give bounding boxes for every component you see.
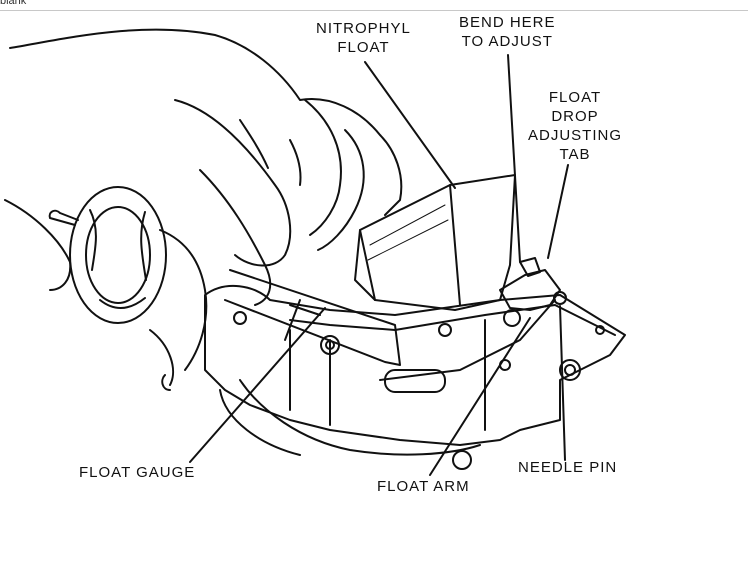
hinge-pin: [384, 369, 446, 393]
diaphragm-folds: [89, 209, 147, 309]
diaphragm-neck: [159, 229, 208, 371]
carb-body-outline: [204, 284, 626, 446]
carb-bowl: [239, 379, 481, 456]
float-shadow: [367, 204, 449, 261]
leader-arm: [429, 317, 531, 476]
leader-needle: [559, 305, 566, 461]
needle-pin-head: [553, 291, 567, 305]
diaphragm-bracket: [149, 329, 175, 391]
float-gauge-bar: [224, 269, 401, 366]
screw-1: [233, 311, 247, 325]
float-arm: [379, 299, 556, 381]
screw-7: [564, 364, 576, 376]
leader-bend: [507, 54, 521, 263]
top-strip-text: blank: [0, 0, 27, 7]
finger-2: [304, 99, 342, 236]
finger-1: [174, 99, 292, 267]
label-float-gauge: FLOAT GAUGE: [79, 464, 196, 481]
float-edge: [359, 184, 461, 306]
adjust-tab: [519, 257, 541, 277]
label-needle-pin: NEEDLE PIN: [518, 459, 618, 476]
screw-6: [559, 359, 581, 381]
label-bend-here: BEND HERE TO ADJUST: [459, 14, 556, 50]
float-gauge-slot: [284, 299, 321, 341]
hand-outline: [9, 28, 403, 216]
diaphragm-inner: [85, 206, 151, 304]
diaphragm-nipple: [48, 209, 79, 226]
screw-8: [452, 450, 472, 470]
screw-5: [438, 323, 452, 337]
thumb: [199, 169, 272, 306]
screw-4: [503, 309, 521, 327]
finger-3: [317, 129, 365, 251]
float-body: [354, 174, 516, 311]
leader-gauge: [189, 307, 326, 463]
knuckle-lines: [239, 119, 302, 186]
carb-lower: [219, 389, 301, 456]
label-nitrophyl-float: NITROPHYL FLOAT: [316, 20, 411, 56]
diaphragm-housing: [69, 186, 167, 324]
label-float-drop-tab: FLOAT DROP ADJUSTING TAB: [528, 89, 623, 163]
screw-9: [595, 325, 605, 335]
top-strip: blank: [0, 0, 748, 11]
leader-nitrophyl: [364, 61, 456, 189]
leader-tab: [547, 164, 569, 259]
label-float-arm: FLOAT ARM: [377, 478, 470, 495]
carb-top-edge: [289, 304, 616, 336]
